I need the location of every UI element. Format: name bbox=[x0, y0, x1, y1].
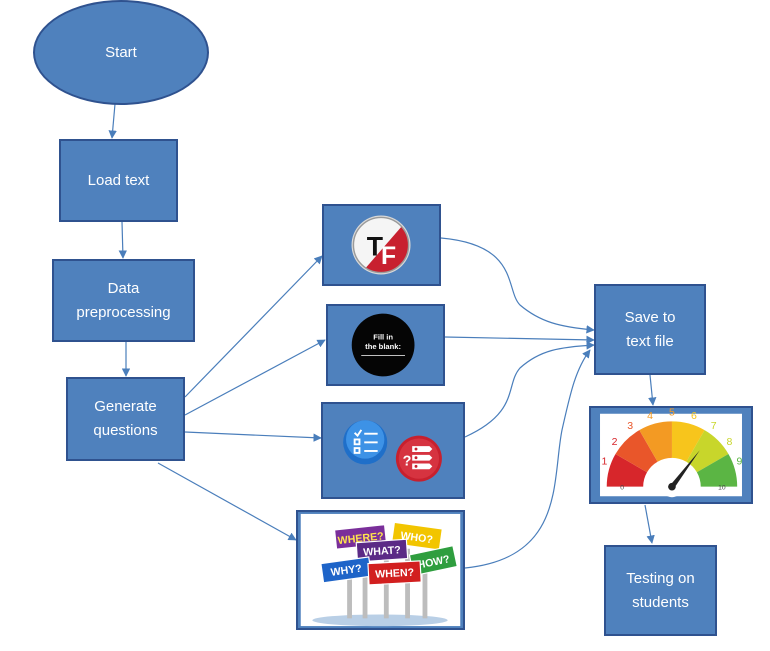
testing-on-students-label: Testing on students bbox=[626, 569, 695, 611]
gauge-tick-label: 10 bbox=[718, 485, 726, 492]
sign-what: WHAT? bbox=[363, 544, 401, 559]
arrow-start-to-load bbox=[108, 103, 117, 139]
data-preprocessing-label: Data preprocessing bbox=[76, 279, 171, 321]
gauge-band bbox=[639, 421, 672, 462]
multiple-choice-icon: ? bbox=[343, 420, 442, 482]
gauge-tick-label: 0 bbox=[620, 485, 624, 492]
start-node: Start bbox=[33, 0, 209, 105]
svg-text:?: ? bbox=[403, 453, 412, 469]
load-text-label: Load text bbox=[87, 171, 150, 189]
true-false-node: T F bbox=[322, 204, 441, 286]
arrow-true-false-to-save bbox=[440, 237, 595, 334]
arrow-load-to-preprocessing bbox=[118, 221, 127, 259]
sign-why: WHY? bbox=[330, 563, 363, 579]
gauge-tick-label: 6 bbox=[691, 410, 697, 422]
score-gauge-icon: 0 123 4 5 6 789 10 bbox=[600, 408, 743, 498]
gauge-tick-label: 1 bbox=[602, 456, 608, 468]
gauge-tick-label: 2 bbox=[612, 436, 618, 448]
arrow-multiple-choice-to-save bbox=[464, 341, 595, 438]
true-false-icon: T F bbox=[351, 215, 411, 275]
sign-when: WHEN? bbox=[375, 567, 415, 581]
gauge-tick-label: 9 bbox=[737, 456, 743, 468]
gauge-band bbox=[671, 421, 705, 462]
gauge-tick-label: 5 bbox=[669, 408, 675, 419]
start-label: Start bbox=[105, 43, 137, 61]
testing-on-students-node: Testing on students bbox=[604, 545, 717, 636]
fill-blank-node: Fill in the blank: bbox=[326, 304, 445, 386]
question-signs-node: WHERE? WHO? WHAT? HOW? WHY? WHEN? bbox=[296, 510, 465, 630]
gauge-tick-label: 8 bbox=[726, 436, 732, 448]
gauge-band bbox=[696, 454, 738, 487]
gauge-band bbox=[686, 430, 729, 473]
gauge-tick-label: 3 bbox=[627, 420, 633, 432]
gauge-band bbox=[615, 430, 658, 473]
generate-questions-label: Generate questions bbox=[93, 398, 158, 439]
fill-blank-line1: Fill in bbox=[373, 332, 393, 341]
false-letter: F bbox=[381, 243, 396, 270]
arrow-generate-to-fill-blank bbox=[184, 339, 326, 416]
load-text-node: Load text bbox=[59, 139, 178, 222]
question-signs-icon: WHERE? WHO? WHAT? HOW? WHY? WHEN? bbox=[300, 513, 461, 627]
fill-in-the-blank-icon: Fill in the blank: bbox=[351, 313, 415, 377]
arrow-gauge-to-testing bbox=[644, 504, 655, 544]
save-to-text-file-node: Save to text file bbox=[594, 284, 706, 375]
arrow-fill-blank-to-save bbox=[444, 335, 595, 345]
gauge-band bbox=[606, 454, 648, 487]
arrow-generate-to-multiple-choice bbox=[184, 431, 322, 442]
gauge-tick-label: 4 bbox=[647, 410, 653, 422]
multiple-choice-node: ? bbox=[321, 402, 465, 499]
true-letter: T bbox=[367, 231, 383, 261]
save-to-text-file-label: Save to text file bbox=[624, 308, 676, 350]
arrow-generate-to-question-signs bbox=[157, 462, 297, 541]
sign-who: WHO? bbox=[400, 530, 434, 546]
fill-blank-line2: the blank: bbox=[365, 342, 401, 351]
arrow-question-signs-to-save bbox=[464, 349, 591, 569]
data-preprocessing-node: Data preprocessing bbox=[52, 259, 195, 342]
arrow-save-to-gauge bbox=[648, 374, 657, 406]
gauge-tick-label: 7 bbox=[711, 420, 717, 432]
generate-questions-node: Generate questions bbox=[66, 377, 185, 461]
arrow-generate-to-true-false bbox=[184, 255, 323, 398]
